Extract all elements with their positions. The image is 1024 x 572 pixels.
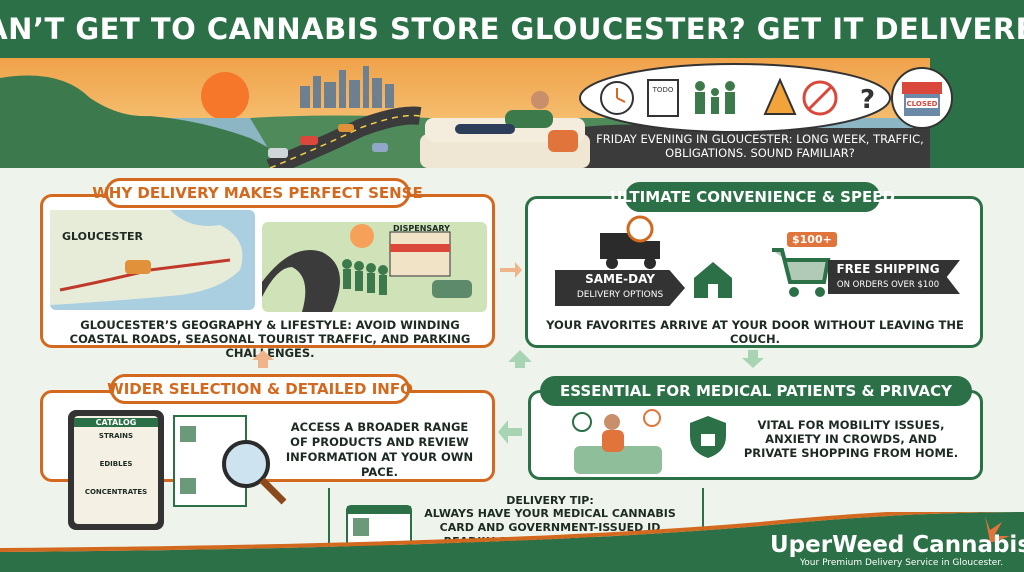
selection-body: ACCESS A BROADER RANGE OF PRODUCTS AND R…	[285, 420, 474, 479]
header-banner: CAN’T GET TO CANNABIS STORE GLOUCESTER? …	[0, 0, 1024, 58]
heart-icon	[643, 409, 661, 427]
clock-icon	[600, 81, 634, 115]
strains-label: STRAINS	[98, 432, 134, 440]
sun-icon	[201, 72, 249, 120]
todo-label: TODO	[652, 86, 674, 94]
dispensary-label: DISPENSARY	[393, 224, 450, 233]
cannabis-leaf-icon	[985, 516, 1010, 542]
closed-label: CLOSED	[907, 100, 938, 108]
free-shipping-sub: ON ORDERS OVER $100	[836, 280, 940, 290]
closed-store-icon	[902, 82, 942, 116]
footer-band	[0, 512, 1024, 572]
arrow-diagonal-icon	[508, 350, 532, 368]
family-icon	[695, 81, 735, 114]
hero-scene: TODO ? CLOSED	[0, 58, 1024, 168]
catalog-label: CATALOG	[74, 418, 158, 427]
arrow-right-icon	[500, 262, 522, 278]
skyline-icon	[300, 66, 394, 108]
traffic-warning-icon	[763, 77, 797, 115]
store-icon	[389, 231, 451, 277]
medical-body: VITAL FOR MOBILITY ISSUES, ANXIETY IN CR…	[743, 418, 959, 460]
concentrates-label: CONCENTRATES	[84, 488, 148, 496]
question-mark: ?	[860, 85, 875, 115]
delivery-truck-icon	[600, 215, 660, 269]
same-day-label: SAME-DAY	[585, 272, 655, 286]
same-day-banner	[555, 270, 685, 306]
no-turn-icon	[802, 80, 838, 116]
convenience-title: ULTIMATE CONVENIENCE & SPEED	[610, 182, 895, 212]
car-icon	[125, 260, 151, 274]
queue-icon	[342, 259, 388, 295]
why-delivery-body: GLOUCESTER’S GEOGRAPHY & LIFESTYLE: AVOI…	[69, 318, 471, 360]
tip-heading: DELIVERY TIP:	[506, 494, 594, 507]
same-day-sub: DELIVERY OPTIONS	[576, 290, 664, 300]
home-icon	[694, 262, 732, 298]
price-tag: $100+	[787, 232, 837, 247]
arrow-up-icon	[252, 350, 274, 368]
hero-caption: FRIDAY EVENING IN GLOUCESTER: LONG WEEK,…	[596, 132, 924, 160]
medical-cross-icon	[572, 412, 592, 432]
brand-name: UperWeed Cannabis	[770, 532, 1024, 558]
why-delivery-title: WHY DELIVERY MAKES PERFECT SENSE	[92, 178, 423, 208]
gloucester-map-label: GLOUCESTER	[62, 230, 143, 243]
free-shipping-label: FREE SHIPPING	[836, 262, 940, 276]
free-shipping-banner	[828, 260, 960, 294]
arrow-left-icon	[498, 420, 522, 444]
medical-title: ESSENTIAL FOR MEDICAL PATIENTS & PRIVACY	[540, 376, 972, 406]
person-icon	[531, 91, 549, 109]
convenience-body: YOUR FAVORITES ARRIVE AT YOUR DOOR WITHO…	[546, 318, 964, 346]
gloucester-map	[50, 210, 255, 310]
arrow-down-icon	[742, 350, 764, 368]
brand-tagline: Your Premium Delivery Service in Glouces…	[800, 558, 1004, 568]
product-review-icon	[173, 415, 287, 507]
edibles-label: EDIBLES	[99, 460, 133, 468]
shield-lock-icon	[690, 416, 726, 458]
dispensary-scene	[262, 222, 487, 312]
cart-icon	[772, 248, 831, 297]
parked-car-icon	[432, 280, 472, 298]
page-title: CAN’T GET TO CANNABIS STORE GLOUCESTER? …	[0, 12, 1024, 46]
selection-title: WIDER SELECTION & DETAILED INFO	[107, 374, 413, 404]
patient-on-couch-icon	[572, 409, 662, 474]
delivery-tip-panel	[328, 488, 704, 550]
todo-icon	[647, 79, 679, 117]
magnifier-icon	[222, 440, 270, 488]
